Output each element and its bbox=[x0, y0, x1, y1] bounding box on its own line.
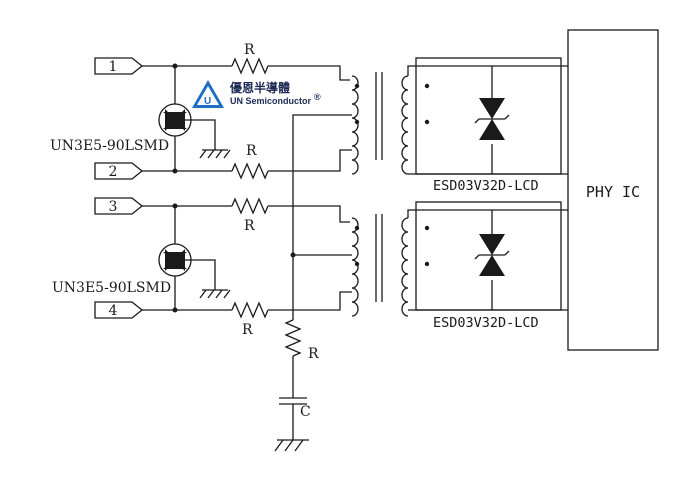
tvs-top bbox=[158, 103, 192, 137]
port-3-label: 3 bbox=[109, 199, 118, 215]
esd-bottom bbox=[415, 201, 562, 311]
ground-symbol-center bbox=[274, 439, 309, 452]
svg-text:U: U bbox=[204, 96, 211, 107]
center-tap-network bbox=[279, 114, 352, 440]
esd-top bbox=[415, 57, 562, 175]
resistor-4-label: R bbox=[242, 322, 253, 338]
esd-bottom-label: ESD03V32D-LCD bbox=[433, 315, 539, 331]
phy-ic-label: PHY IC bbox=[586, 183, 640, 201]
un-semiconductor-logo: U 優恩半導體 UN Semiconductor ® bbox=[192, 80, 321, 108]
tvs-bottom bbox=[158, 243, 192, 277]
phy-ic-block: PHY IC bbox=[567, 29, 659, 351]
top-pair-wiring bbox=[142, 57, 352, 180]
tvs-bottom-label: UN3E5-90LSMD bbox=[52, 280, 171, 296]
ground-symbol-bottom-tvs bbox=[199, 289, 231, 299]
logo-chinese-text: 優恩半導體 bbox=[229, 80, 290, 95]
transformer-top bbox=[351, 65, 568, 175]
port-2: 2 bbox=[94, 162, 144, 180]
resistor-2-label: R bbox=[246, 143, 257, 159]
tvs-top-label: UN3E5-90LSMD bbox=[50, 138, 169, 154]
logo-english-text: UN Semiconductor bbox=[230, 96, 312, 106]
resistor-center-label: R bbox=[308, 346, 319, 362]
port-4: 4 bbox=[94, 301, 144, 319]
esd-top-label: ESD03V32D-LCD bbox=[433, 178, 539, 194]
resistor-3-label: R bbox=[244, 218, 255, 234]
bottom-pair-wiring bbox=[142, 197, 352, 319]
capacitor-label: C bbox=[300, 404, 311, 420]
port-3: 3 bbox=[94, 197, 144, 215]
port-4-label: 4 bbox=[109, 303, 118, 319]
port-2-label: 2 bbox=[109, 164, 118, 180]
transformer-bottom bbox=[351, 209, 568, 317]
resistor-1-label: R bbox=[244, 42, 255, 58]
port-1-label: 1 bbox=[109, 59, 118, 75]
port-1: 1 bbox=[94, 57, 144, 75]
logo-registered-mark: ® bbox=[314, 92, 321, 102]
ground-symbol-top bbox=[199, 149, 231, 159]
